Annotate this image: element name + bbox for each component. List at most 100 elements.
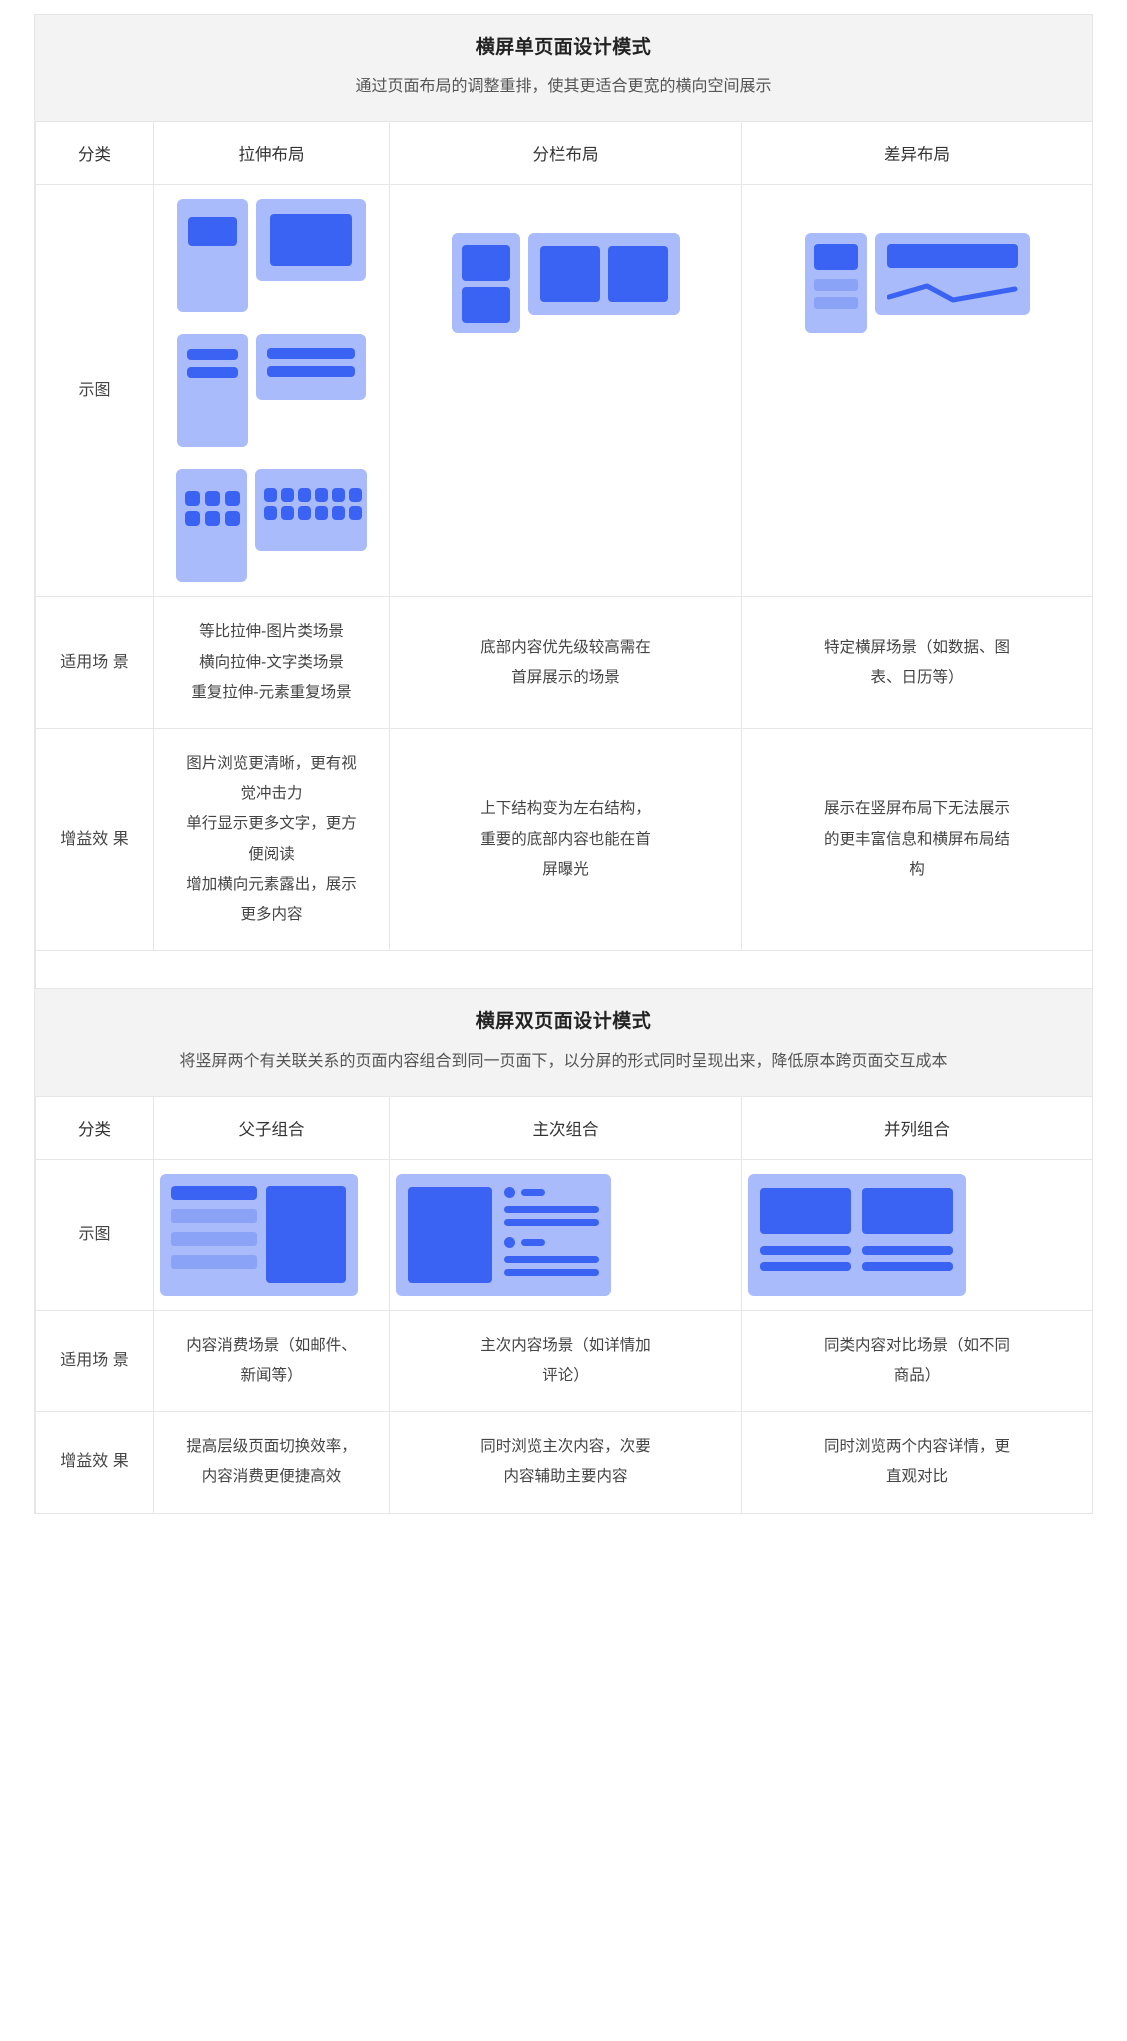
text-line: 觉冲击力	[240, 785, 303, 803]
text-line: 同类内容对比场景（如不同	[823, 1336, 1010, 1354]
table-row-benefit: 增益效 果 提高层级页面切换效率， 内容消费更便捷高效 同时浏览主次内容，次要 …	[35, 1411, 1093, 1514]
spacer-cell	[35, 950, 1093, 990]
column-layout-diagram	[389, 184, 742, 598]
table-header-row: 分类 父子组合 主次组合 并列组合	[35, 1096, 1093, 1160]
row-label-line: 增益效	[60, 1453, 109, 1471]
caption-line	[760, 1245, 851, 1255]
dual-page-design-table: 横屏双页面设计模式 将竖屏两个有关联关系的页面内容组合到同一页面下，以分屏的形式…	[34, 989, 1093, 1514]
grid-tile	[264, 506, 277, 521]
landscape-frame	[527, 233, 680, 316]
text-line: 横向拉伸-文字类场景	[199, 653, 344, 671]
benefit-primary-secondary: 同时浏览主次内容，次要 内容辅助主要内容	[389, 1411, 742, 1514]
media-block	[862, 1187, 953, 1234]
grid-tile	[185, 491, 200, 507]
benefit-difference: 展示在竖屏布局下无法展示 的更丰富信息和横屏布局结 构	[741, 728, 1093, 952]
text-line: 表、日历等）	[870, 668, 964, 686]
table-row-diagram: 示图	[35, 1159, 1093, 1311]
caption-line	[862, 1245, 953, 1255]
text-line: 内容消费更便捷高效	[201, 1468, 342, 1486]
stretch-layout-diagram	[153, 184, 390, 598]
grid-tile	[281, 506, 294, 521]
landscape-chart-frame	[874, 233, 1030, 316]
line-chart-icon	[886, 283, 1017, 303]
single-page-title: 横屏单页面设计模式	[475, 37, 652, 58]
row-label-line: 果	[112, 830, 129, 848]
text-line: 底部内容优先级较高需在	[480, 638, 651, 656]
list-pane	[171, 1185, 257, 1284]
single-page-grid: 分类 拉伸布局 分栏布局 差异布局 示图	[35, 122, 1093, 990]
stretch-grid-pair	[176, 469, 367, 583]
caption-line	[760, 1261, 851, 1271]
column-header-stretch: 拉伸布局	[153, 122, 390, 186]
comment-title	[521, 1238, 545, 1246]
comment-line	[504, 1218, 599, 1226]
scenario-parent-child: 内容消费场景（如邮件、 新闻等）	[153, 1310, 390, 1413]
text-line: 构	[909, 860, 925, 878]
single-page-banner: 横屏单页面设计模式 通过页面布局的调整重排，使其更适合更宽的横向空间展示	[35, 15, 1092, 123]
column-header-parallel: 并列组合	[741, 1096, 1093, 1160]
row-label-scenario: 适用场 景	[35, 1310, 154, 1413]
grid-tile	[349, 488, 362, 503]
row-label-benefit: 增益效 果	[35, 1411, 154, 1514]
grid-tile	[315, 506, 328, 521]
benefit-parent-child: 提高层级页面切换效率， 内容消费更便捷高效	[153, 1411, 390, 1514]
comment-title	[521, 1188, 545, 1196]
text-line: 单行显示更多文字，更方	[186, 815, 357, 833]
detail-pane	[266, 1185, 346, 1283]
text-line: 同时浏览主次内容，次要	[480, 1438, 651, 1456]
content-line	[813, 279, 858, 292]
column-layout-pair	[396, 233, 735, 334]
single-page-design-table: 横屏单页面设计模式 通过页面布局的调整重排，使其更适合更宽的横向空间展示 分类 …	[34, 14, 1093, 990]
row-label-diagram-text: 示图	[78, 1225, 111, 1243]
grid-tile	[225, 491, 240, 507]
portrait-frame	[451, 233, 520, 334]
parent-child-diagram	[153, 1159, 390, 1311]
row-label-line: 果	[112, 1453, 129, 1471]
avatar-dot-icon	[504, 1236, 515, 1248]
stretch-text-pair	[177, 334, 366, 448]
row-label-diagram-text: 示图	[78, 381, 111, 399]
text-line	[187, 349, 238, 361]
text-line: 的更丰富信息和横屏布局结	[823, 830, 1010, 848]
dual-page-subtitle: 将竖屏两个有关联关系的页面内容组合到同一页面下，以分屏的形式同时呈现出来，降低原…	[179, 1052, 948, 1070]
benefit-stretch: 图片浏览更清晰，更有视 觉冲击力 单行显示更多文字，更方 便阅读 增加横向元素露…	[153, 728, 390, 952]
primary-secondary-diagram	[389, 1159, 742, 1311]
text-line: 上下结构变为左右结构，	[480, 800, 651, 818]
text-line: 新闻等）	[240, 1366, 303, 1384]
split-frame	[748, 1173, 966, 1296]
portrait-frame	[804, 233, 867, 334]
portrait-frame	[176, 469, 247, 583]
text-line: 屏曝光	[542, 860, 589, 878]
grid-tile	[205, 511, 220, 527]
column-header-category: 分类	[35, 1096, 154, 1160]
landscape-frame	[256, 199, 366, 282]
table-row-diagram: 示图	[35, 184, 1093, 598]
grid-tile	[225, 511, 240, 527]
text-line: 重复拉伸-元素重复场景	[191, 683, 352, 701]
difference-layout-diagram	[741, 184, 1093, 598]
scenario-parallel: 同类内容对比场景（如不同 商品）	[741, 1310, 1093, 1413]
list-row	[171, 1185, 257, 1200]
list-row	[171, 1254, 257, 1269]
grid-tile	[281, 488, 294, 503]
portrait-frame	[177, 334, 248, 448]
row-label-scenario: 适用场 景	[35, 596, 154, 730]
comment-line	[504, 1268, 599, 1276]
dual-page-banner: 横屏双页面设计模式 将竖屏两个有关联关系的页面内容组合到同一页面下，以分屏的形式…	[35, 989, 1092, 1097]
landscape-frame	[256, 334, 366, 401]
scenario-column: 底部内容优先级较高需在 首屏展示的场景	[389, 596, 742, 730]
parallel-diagram	[741, 1159, 1093, 1311]
content-block	[539, 246, 600, 303]
column-header-difference: 差异布局	[741, 122, 1093, 186]
text-line: 等比拉伸-图片类场景	[199, 623, 344, 641]
row-label-diagram: 示图	[35, 1159, 154, 1311]
split-frame	[396, 1173, 611, 1296]
grid-tile	[315, 488, 328, 503]
table-header-row: 分类 拉伸布局 分栏布局 差异布局	[35, 122, 1093, 186]
table-row-scenario: 适用场 景 内容消费场景（如邮件、 新闻等） 主次内容场景（如详情加 评论） 同…	[35, 1310, 1093, 1413]
grid-tile	[332, 506, 345, 521]
grid-tile	[349, 506, 362, 521]
scenario-primary-secondary: 主次内容场景（如详情加 评论）	[389, 1310, 742, 1413]
caption-line	[862, 1261, 953, 1271]
header-bar	[886, 244, 1018, 269]
